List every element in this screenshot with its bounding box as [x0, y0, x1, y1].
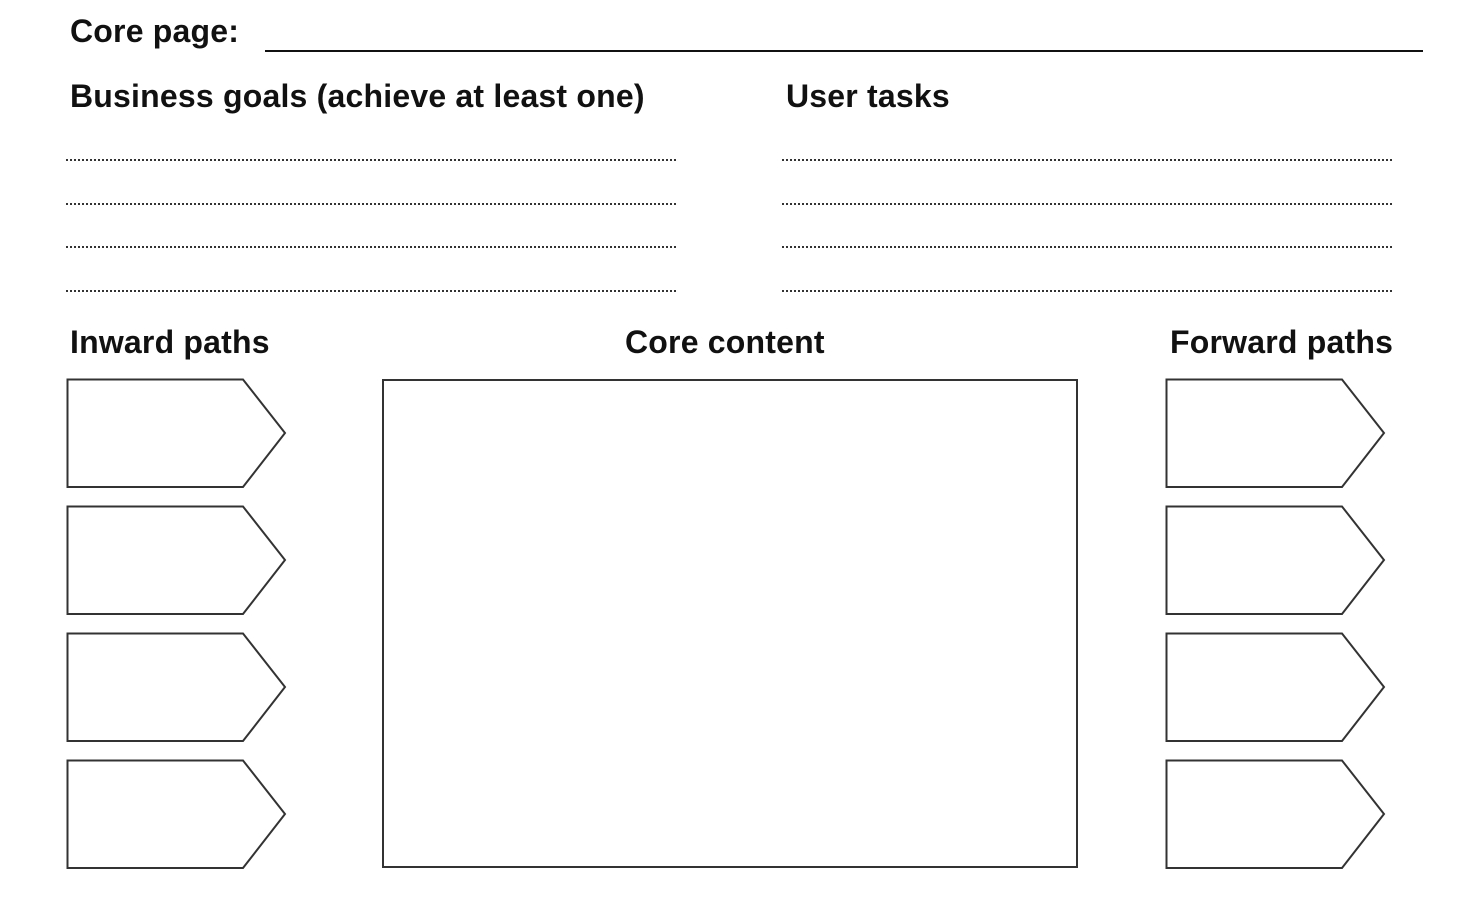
inward-path-box[interactable] [66, 632, 288, 744]
inward-path-box[interactable] [66, 505, 288, 617]
core-content-box[interactable] [382, 379, 1078, 868]
inward-paths-heading: Inward paths [70, 324, 270, 360]
inward-path-box[interactable] [66, 378, 288, 490]
business-goals-heading: Business goals (achieve at least one) [70, 78, 645, 114]
business-goal-line[interactable] [66, 290, 676, 292]
core-page-input-line[interactable] [265, 50, 1423, 52]
inward-path-box[interactable] [66, 759, 288, 871]
forward-path-box[interactable] [1165, 632, 1387, 744]
user-task-line[interactable] [782, 290, 1392, 292]
business-goal-line[interactable] [66, 246, 676, 248]
user-task-line[interactable] [782, 203, 1392, 205]
business-goal-line[interactable] [66, 203, 676, 205]
forward-paths-heading: Forward paths [1170, 324, 1394, 360]
core-content-heading: Core content [625, 324, 825, 360]
forward-path-box[interactable] [1165, 759, 1387, 871]
business-goal-line[interactable] [66, 159, 676, 161]
user-task-line[interactable] [782, 159, 1392, 161]
user-task-line[interactable] [782, 246, 1392, 248]
forward-path-box[interactable] [1165, 505, 1387, 617]
user-tasks-heading: User tasks [786, 78, 950, 114]
forward-path-box[interactable] [1165, 378, 1387, 490]
core-page-label: Core page: [70, 13, 240, 49]
